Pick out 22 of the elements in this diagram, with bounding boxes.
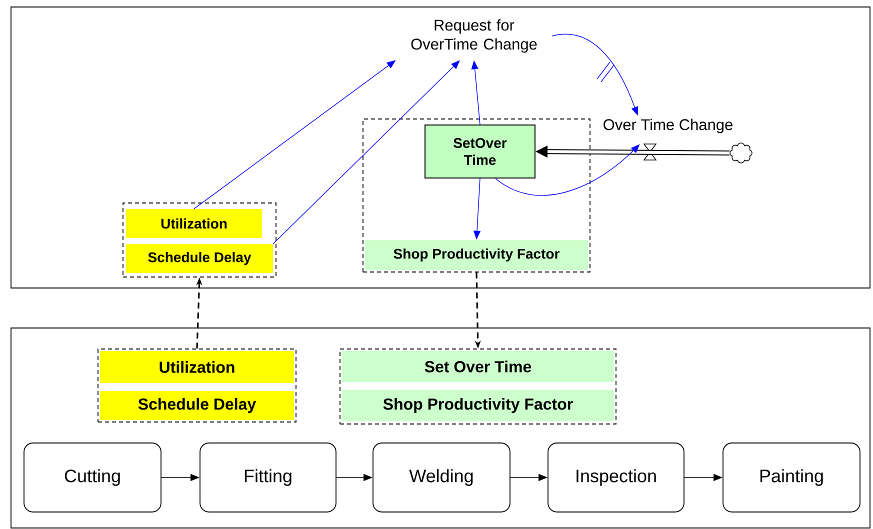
process-box: Painting (722, 442, 860, 512)
dashed-group-box (340, 348, 616, 424)
dashed-group-box (98, 348, 296, 422)
process-box: Inspection (548, 442, 684, 512)
variable-box: Utilization (100, 351, 294, 383)
variable-box: Set Over Time (342, 351, 614, 382)
variable-box: Utilization (126, 209, 262, 238)
panel-frame (10, 328, 870, 528)
variable-box: Shop Productivity Factor (342, 390, 614, 421)
dashed-group-box (122, 202, 276, 278)
process-box: Cutting (24, 442, 162, 512)
variable-box: Schedule Delay (100, 391, 294, 420)
variable-box: Schedule Delay (126, 244, 273, 273)
cloud-symbol (730, 142, 752, 164)
variable-label: Over Time Change (604, 118, 732, 134)
stock-box: SetOver Time (424, 124, 536, 178)
variable-box: Shop Productivity Factor (365, 240, 588, 270)
process-box: Fitting (200, 442, 336, 512)
dashed-group-box (362, 118, 590, 272)
process-box: Welding (372, 442, 510, 512)
variable-label: Request for OverTime Change (411, 19, 537, 53)
panel-frame (10, 6, 870, 288)
